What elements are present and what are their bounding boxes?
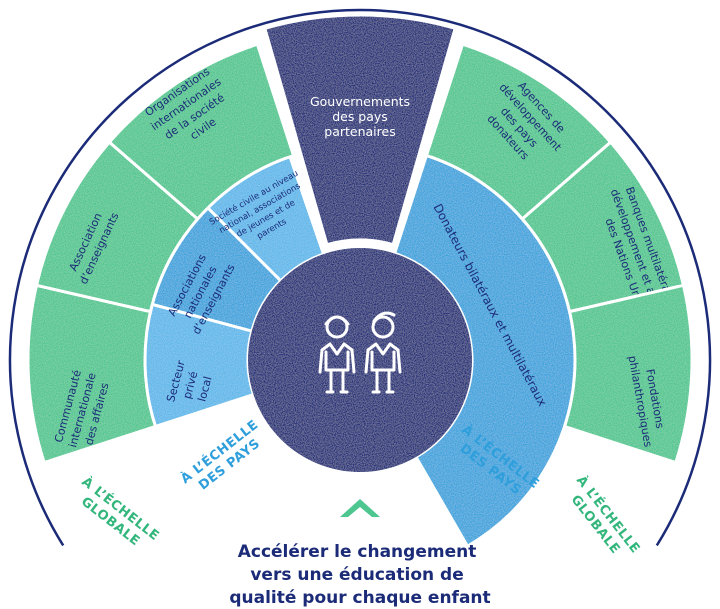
children-icon <box>318 311 402 394</box>
outer-fondations-shape <box>562 283 694 465</box>
outer-gouvernements-line: Gouvernements <box>310 94 410 109</box>
inner-ring: SecteurprivélocalAssociationsnationalesd… <box>143 153 577 549</box>
outer-communaute: Communautéinternationaledes affaires <box>26 283 158 465</box>
label-pays-left: À L’ÉCHELLEDES PAYS <box>178 417 272 500</box>
outer-gouvernements-line: des pays <box>332 109 388 124</box>
outer-fondations: Fondationsphilanthropiques <box>562 283 694 465</box>
caption: Accélérer le changement vers une éducati… <box>229 542 490 608</box>
label-global-right: À L’ÉCHELLEGLOBALE <box>560 473 643 567</box>
outer-gouvernements-shape <box>263 13 457 247</box>
caption-line-3: qualité pour chaque enfant <box>229 588 490 608</box>
label-global-left: À L’ÉCHELLEGLOBALE <box>69 474 163 557</box>
inner-secteur-prive-line: local <box>195 375 214 403</box>
caption-line-1: Accélérer le changement <box>238 542 477 562</box>
outer-ring: Communautéinternationaledes affairesAsso… <box>26 13 694 465</box>
outer-arc-line <box>8 8 712 547</box>
outer-gouvernements-line: partenaires <box>324 124 395 139</box>
inner-societe-civile: Société civile au niveaunational, associ… <box>205 154 326 283</box>
inner-associations-nationales: Associationsnationalesd’enseignants <box>150 205 283 337</box>
chevron-up-icon <box>340 499 380 517</box>
caption-line-2: vers une éducation de <box>250 565 463 585</box>
center-circle <box>248 248 472 472</box>
